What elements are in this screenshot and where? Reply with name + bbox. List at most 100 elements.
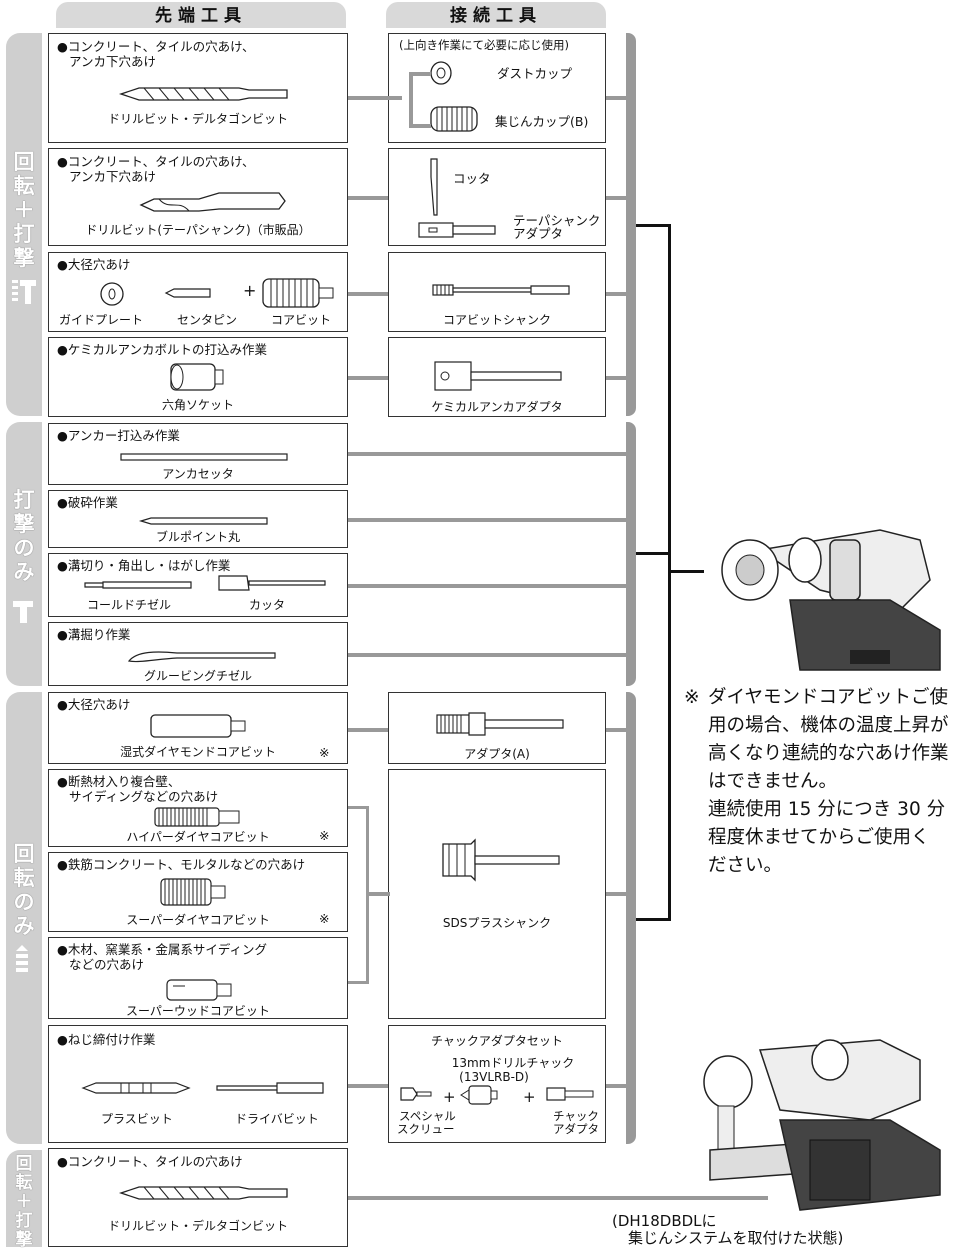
tool-caption: コアビット (271, 313, 332, 327)
tool-title: ●木材、窯業系・金属系サイディング (57, 942, 268, 957)
dust-collection-cup-icon (430, 106, 478, 132)
connector-line (348, 196, 388, 200)
rotation-hammer-icon (12, 280, 36, 304)
note-mark: ※ (684, 687, 700, 708)
connector-line (606, 96, 626, 100)
tool-title: ●ねじ締付け作業 (57, 1032, 156, 1047)
drill-chuck-icon (460, 1085, 498, 1105)
group-label-rotation-hammer-2: 回転＋打撃 (15, 1154, 33, 1250)
chuck-adapter-label: チャック (553, 1109, 599, 1123)
tool-caption: アダプタ(A) (464, 747, 530, 761)
group-band-rotation-only (6, 692, 42, 1144)
connector-line (348, 1084, 388, 1088)
tool-caption: 湿式ダイヤモンドコアビット (120, 745, 276, 759)
tool-title: ●溝切り・角出し・はがし作業 (57, 558, 231, 573)
tool-caption: コールドチゼル (87, 598, 172, 612)
tool-caption: ドリルビット(テーパシャンク)（市販品） (85, 223, 311, 237)
tool-caption: コアビットシャンク (442, 313, 551, 327)
hyper-diamond-core-bit-icon (154, 807, 240, 827)
tool-caption: ドリルビット・デルタゴンビット (107, 112, 288, 126)
adapter-box-sds-plus-shank: SDSプラスシャンク (388, 769, 606, 1019)
note-mark: ※ (319, 828, 330, 843)
core-bit-icon (262, 278, 334, 308)
tool-title-2: アンカ下穴あけ (69, 169, 157, 184)
group-bracket (348, 806, 369, 984)
connector-line (348, 584, 626, 588)
hex-socket-icon (170, 363, 224, 391)
tool-caption: ガイドプレート (59, 313, 144, 327)
rotary-hammer-illustration (721, 529, 941, 671)
chuck-label: 13mmドリルチャック (451, 1056, 575, 1070)
bracket-connector (409, 72, 431, 128)
group-rail-rotation-only (626, 692, 636, 1144)
tool-caption: 六角ソケット (161, 398, 234, 412)
connector-line (348, 1196, 768, 1200)
adapter-label: アダプタ (513, 226, 564, 241)
illustration-caption-1: (DH18DBDLに (612, 1212, 717, 1230)
rotary-hammer-dust-system-illustration (703, 1039, 941, 1211)
tool-box-super-wood-core-bit: ●木材、窯業系・金属系サイディング などの穴あけ スーパーウッドコアビット (48, 937, 348, 1019)
tool-box-drill-bit-2: ●コンクリート、タイルの穴あけ ドリルビット・デルタゴンビット (48, 1148, 348, 1247)
group-rail-hammer-only (626, 422, 636, 686)
dust-cup-label: ダストカップ (497, 66, 573, 81)
grooving-chisel-icon (127, 651, 276, 663)
note-mark: ※ (319, 745, 330, 760)
tool-box-bull-point: ●破砕作業 ブルポイント丸 (48, 490, 348, 548)
tool-caption: ドライバビット (235, 1112, 319, 1126)
tool-title: ●鉄筋コンクリート、モルタルなどの穴あけ (57, 857, 306, 872)
note-line: ださい。 (708, 855, 783, 876)
tool-caption: ドリルビット・デルタゴンビット (107, 1219, 288, 1233)
tool-title: ●アンカー打込み作業 (57, 428, 180, 443)
main-connector (636, 552, 668, 555)
connector-line (348, 452, 626, 456)
connector-line (606, 892, 626, 896)
tool-title-2: などの穴あけ (69, 957, 145, 972)
group-rail-rotation-hammer (626, 33, 636, 416)
note-line: はできません。 (708, 771, 837, 792)
hammer-icon (13, 601, 33, 623)
tool-caption: スーパーウッドコアビット (126, 1004, 270, 1018)
connector-line (348, 728, 388, 732)
guide-plate-icon (100, 282, 124, 306)
tool-caption: ハイパーダイヤコアビット (126, 830, 270, 844)
tool-box-hyper-diamond-core-bit: ●断熱材入り複合壁、 サイディングなどの穴あけ ハイパーダイヤコアビット ※ (48, 769, 348, 847)
connector-line (348, 653, 626, 657)
connector-line (348, 518, 626, 522)
tool-title: ●ケミカルアンカボルトの打込み作業 (57, 342, 268, 357)
tool-title: ●断熱材入り複合壁、 (57, 774, 181, 789)
connector-line (368, 892, 390, 896)
cotter-label: コッタ (453, 171, 491, 186)
group-label-rotation-hammer: 回転＋打撃 (13, 150, 35, 270)
taper-shank-adapter-icon (418, 222, 496, 238)
plus-sign: + (443, 1088, 456, 1106)
connector-line (348, 376, 388, 380)
tool-box-grooving-chisel: ●溝掘り作業 グルービングチゼル (48, 622, 348, 686)
note-line: ダイヤモンドコアビットご使 (708, 687, 948, 708)
connector-line (606, 196, 626, 200)
note-line: 程度休ませてからご使用く (708, 827, 930, 848)
taper-drill-bit-icon (139, 192, 286, 212)
cutter-icon (218, 575, 326, 591)
tool-caption: カッタ (249, 598, 286, 612)
chemical-anchor-adapter-icon (434, 361, 562, 391)
adapter-box-chuck-adapter-set: チャックアダプタセット 13mmドリルチャック (13VLRB-D) + + ス… (388, 1025, 606, 1143)
super-diamond-core-bit-icon (160, 878, 226, 906)
tool-box-core-bit: ●大径穴あけ + ガイドプレート センタピン コアビット (48, 252, 348, 332)
adapter-box-taper-shank: コッタ テーパシャンク アダプタ (388, 148, 606, 246)
chuck-adapter-icon (546, 1087, 594, 1101)
tool-title: ●コンクリート、タイルの穴あけ、 (57, 39, 255, 54)
note-line: 連続使用 15 分につき 30 分 (708, 799, 946, 820)
tool-title: ●コンクリート、タイルの穴あけ、 (57, 154, 255, 169)
tool-title: ●破砕作業 (57, 495, 118, 510)
adapter-box-core-bit-shank: コアビットシャンク (388, 252, 606, 332)
tool-title-2: アンカ下穴あけ (69, 54, 157, 69)
core-bit-shank-icon (432, 284, 570, 296)
tool-title-2: サイディングなどの穴あけ (69, 789, 219, 804)
driver-bit-icon (216, 1082, 324, 1094)
illustration-caption-2: 集じんシステムを取付けた状態) (628, 1229, 844, 1247)
rotation-icon (16, 945, 28, 972)
adapter-a-icon (436, 712, 564, 736)
diamond-core-bit-note: ダイヤモンドコアビットご使 用の場合、機体の温度上昇が 高くなり連続的な穴あけ作… (708, 684, 949, 880)
cotter-icon (430, 158, 438, 216)
plus-sign: + (523, 1088, 536, 1106)
